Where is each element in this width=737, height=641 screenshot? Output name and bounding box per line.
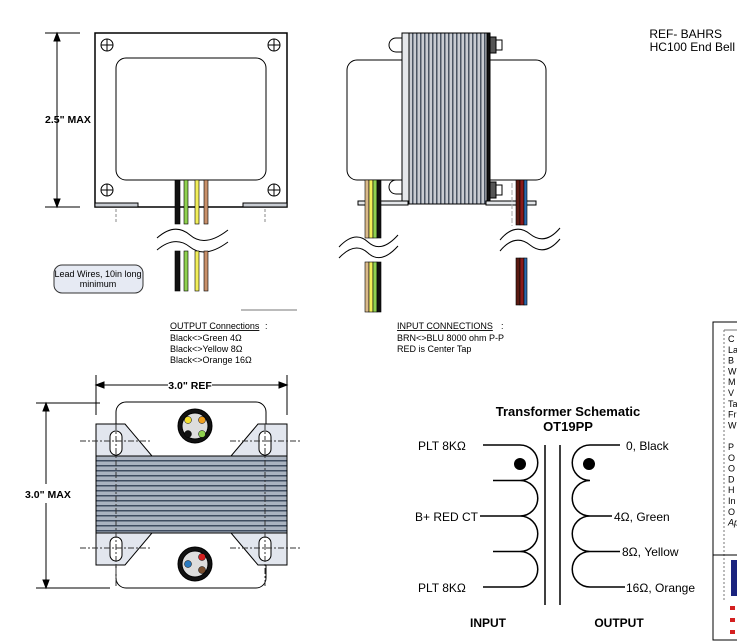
spec-row-label: Fr	[728, 410, 737, 420]
svg-text:INPUT CONNECTIONS: INPUT CONNECTIONS	[397, 321, 493, 331]
input-caption: INPUT	[470, 616, 507, 630]
schematic-title: Transformer Schematic	[496, 404, 641, 419]
front-view	[45, 31, 288, 253]
svg-text:Black<>Yellow 8Ω: Black<>Yellow 8Ω	[170, 344, 243, 354]
svg-text:BRN<>BLU 8000 ohm P-P: BRN<>BLU 8000 ohm P-P	[397, 333, 504, 343]
spec-row-label: O	[728, 507, 735, 517]
spec-row-label: Ta	[728, 399, 737, 409]
reference-line-1: REF- BAHRS	[649, 27, 722, 41]
spec-row-label: D	[728, 474, 735, 484]
spec-row-label: In	[728, 496, 736, 506]
svg-text:Black<>Orange 16Ω: Black<>Orange 16Ω	[170, 355, 252, 365]
polarity-dot-icon	[583, 458, 595, 470]
input-label-center-tap: B+ RED CT	[415, 510, 479, 524]
spec-row-label: M	[728, 377, 736, 387]
svg-text::: :	[501, 321, 504, 331]
input-label-plt-top: PLT 8KΩ	[418, 439, 466, 453]
output-lead-wires	[174, 179, 209, 292]
input-label-plt-bottom: PLT 8KΩ	[418, 581, 466, 595]
input-wire-grommet	[177, 546, 213, 582]
spec-row-label: Ap	[727, 518, 737, 528]
spec-row-label: C	[728, 334, 735, 344]
spec-row-label: P	[728, 442, 734, 452]
side-view	[338, 32, 561, 259]
output-label-8: 8Ω, Yellow	[622, 545, 679, 559]
svg-text:Lead Wires, 10in long: Lead Wires, 10in long	[54, 269, 141, 279]
spec-table-truncated: CLaBWMVTaFrWPOODHInOAp	[712, 321, 737, 641]
transformer-schematic: Transformer Schematic OT19PP PLT 8KΩ B+ …	[415, 404, 695, 630]
width-dimension-bottom: 3.0" REF	[168, 380, 212, 392]
spec-row-label: V	[728, 388, 734, 398]
output-label-4: 4Ω, Green	[614, 510, 670, 524]
svg-text:RED is Center Tap: RED is Center Tap	[397, 344, 471, 354]
spec-row-label: W	[728, 366, 737, 376]
svg-text::: :	[265, 321, 268, 331]
lead-wires-note: Lead Wires, 10in long minimum	[53, 264, 144, 294]
output-wire-grommet	[177, 408, 213, 444]
height-dimension-front: 2.5" MAX	[45, 114, 91, 126]
output-label-16: 16Ω, Orange	[626, 581, 695, 595]
bottom-view	[36, 375, 302, 590]
spec-row-label: W	[728, 420, 737, 430]
output-caption: OUTPUT	[594, 616, 644, 630]
spec-row-label: La	[728, 345, 737, 355]
svg-text:minimum: minimum	[80, 279, 117, 289]
spec-row-label: O	[728, 464, 735, 474]
height-dimension-bottom: 3.0" MAX	[25, 489, 71, 501]
spec-row-label: O	[728, 453, 735, 463]
spec-row-label: B	[728, 356, 734, 366]
output-connections: OUTPUT Connections: Black<>Green 4Ω Blac…	[170, 321, 268, 365]
polarity-dot-icon	[514, 458, 526, 470]
svg-text:OUTPUT Connections: OUTPUT Connections	[170, 321, 260, 331]
svg-text:Black<>Green 4Ω: Black<>Green 4Ω	[170, 333, 242, 343]
spec-row-label: H	[728, 485, 735, 495]
schematic-model: OT19PP	[543, 419, 593, 434]
input-and-output-lead-wires-side	[364, 179, 528, 313]
input-connections: INPUT CONNECTIONS: BRN<>BLU 8000 ohm P-P…	[397, 321, 504, 354]
screw-icon	[100, 38, 281, 197]
output-label-0: 0, Black	[626, 439, 670, 453]
reference-line-2: HC100 End Bell	[650, 40, 735, 54]
